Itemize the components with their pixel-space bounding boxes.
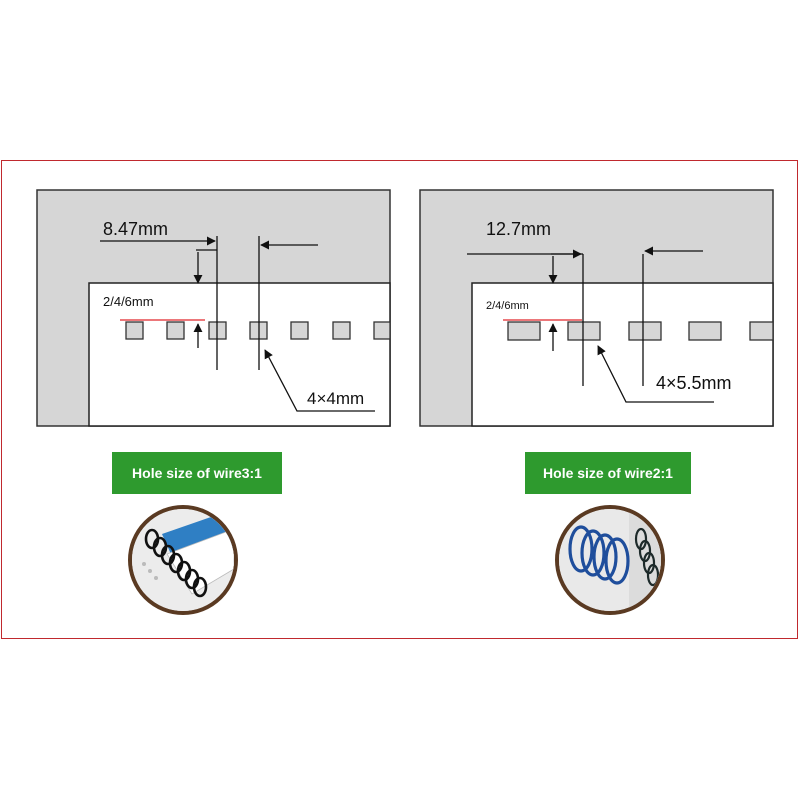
left-margin-label: 2/4/6mm [103,294,154,309]
left-hole [290,321,309,340]
right-hole [628,321,662,341]
right-holes [507,321,774,341]
black-wire-binding-photo [128,505,238,615]
right-panel: 12.7mm 2/4/6mm 4×5.5mm [419,189,774,427]
blue-wire-binding-photo [555,505,665,615]
right-pitch-label: 12.7mm [486,219,551,239]
right-margin-label: 2/4/6mm [486,300,529,312]
left-pitch-label: 8.47mm [103,219,168,239]
left-hole [373,321,391,340]
right-hole [749,321,774,341]
right-caption-badge: Hole size of wire2:1 [525,452,691,494]
left-hole-size-label: 4×4mm [307,389,364,408]
left-hole [125,321,144,340]
left-hole [166,321,185,340]
right-paper-sheet [471,282,774,427]
left-paper-sheet [88,282,391,427]
right-hole [688,321,722,341]
left-hole [332,321,351,340]
left-panel: 8.47mm 2/4/6mm 4×4mm [36,189,391,427]
right-hole [567,321,601,341]
right-hole [507,321,541,341]
right-hole-size-label: 4×5.5mm [656,373,732,393]
left-caption-badge: Hole size of wire3:1 [112,452,282,494]
